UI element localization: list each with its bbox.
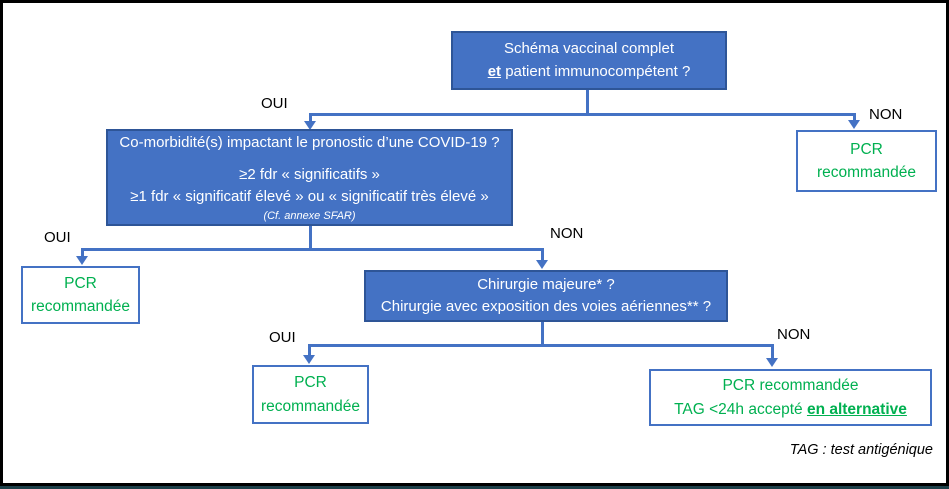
arrowhead-to-pcr-bottom-left: [303, 355, 315, 364]
branch-label-non-surgery: NON: [777, 326, 811, 343]
arrowhead-to-surgery: [536, 260, 548, 269]
result-text-line: recommandée: [260, 397, 361, 415]
branch-label-oui-surgery: OUI: [269, 329, 296, 346]
question-node-comorbidity: Co-morbidité(s) impactant le pronostic d…: [106, 129, 513, 226]
connector-root-oui-drop: [309, 113, 312, 125]
connector-comorbidity-oui-drop: [81, 248, 84, 259]
arrowhead-to-pcr-tag-bottom-right: [766, 358, 778, 367]
question-text-line: Co-morbidité(s) impactant le pronostic d…: [119, 134, 500, 152]
arrowhead-to-pcr-top-right: [848, 120, 860, 129]
footnote-tag-definition: TAG : test antigénique: [789, 442, 933, 458]
question-text-line: Schéma vaccinal complet: [503, 40, 675, 57]
arrowhead-to-pcr-mid-left: [76, 256, 88, 265]
result-text-line: TAG <24h accepté en alternative: [674, 398, 907, 421]
connector-comorbidity-branch: [81, 248, 544, 251]
connector-root-non-drop: [853, 113, 856, 123]
result-text-line: recommandée: [816, 164, 917, 181]
connector-surgery-non-drop: [771, 344, 774, 361]
connector-surgery-oui-drop: [308, 344, 311, 357]
emphasis-en-alternative: en alternative: [806, 400, 907, 418]
connector-comorbidity-stem: [309, 226, 312, 250]
question-text-line: Chirurgie majeure* ?: [477, 275, 615, 293]
result-text-prefix: TAG <24h accepté: [674, 400, 807, 418]
arrowhead-to-comorbidity: [304, 121, 316, 130]
question-text-rest: patient immunocompétent ?: [501, 62, 691, 80]
result-text-line: PCR: [294, 374, 327, 392]
question-note-sfar: (Cf. annexe SFAR): [263, 209, 356, 222]
result-text-line: PCR: [64, 274, 97, 292]
result-text-line: PCR recommandée: [722, 377, 859, 395]
result-node-pcr-tag-bottom-right: PCR recommandée TAG <24h accepté en alte…: [649, 369, 932, 426]
result-node-pcr-top-right: PCR recommandée: [796, 130, 937, 192]
emphasis-et: et: [487, 62, 502, 80]
question-node-surgery: Chirurgie majeure* ? Chirurgie avec expo…: [364, 270, 728, 322]
branch-label-oui-root: OUI: [261, 95, 288, 112]
connector-root-branch: [309, 113, 856, 116]
branch-label-oui-comorbidity: OUI: [44, 229, 71, 246]
result-text-line: PCR: [850, 140, 883, 158]
result-text-line: recommandée: [30, 298, 131, 315]
question-text-line: et patient immunocompétent ?: [488, 61, 691, 84]
question-text-line: ≥1 fdr « significatif élevé » ou « signi…: [130, 188, 489, 206]
question-text-line: Chirurgie avec exposition des voies aéri…: [380, 298, 712, 315]
branch-label-non-root: NON: [869, 106, 903, 123]
branch-label-non-comorbidity: NON: [550, 225, 584, 242]
result-node-pcr-bottom-left: PCR recommandée: [252, 365, 369, 424]
result-node-pcr-mid-left: PCR recommandée: [21, 266, 140, 324]
bottom-edge-strip: [0, 486, 949, 489]
connector-root-stem: [586, 90, 589, 115]
question-node-vaccination: Schéma vaccinal complet et patient immun…: [451, 31, 727, 90]
connector-surgery-stem: [541, 322, 544, 346]
connector-surgery-branch: [308, 344, 774, 347]
question-text-line: ≥2 fdr « significatifs »: [239, 165, 380, 183]
connector-comorbidity-non-drop: [541, 248, 544, 263]
